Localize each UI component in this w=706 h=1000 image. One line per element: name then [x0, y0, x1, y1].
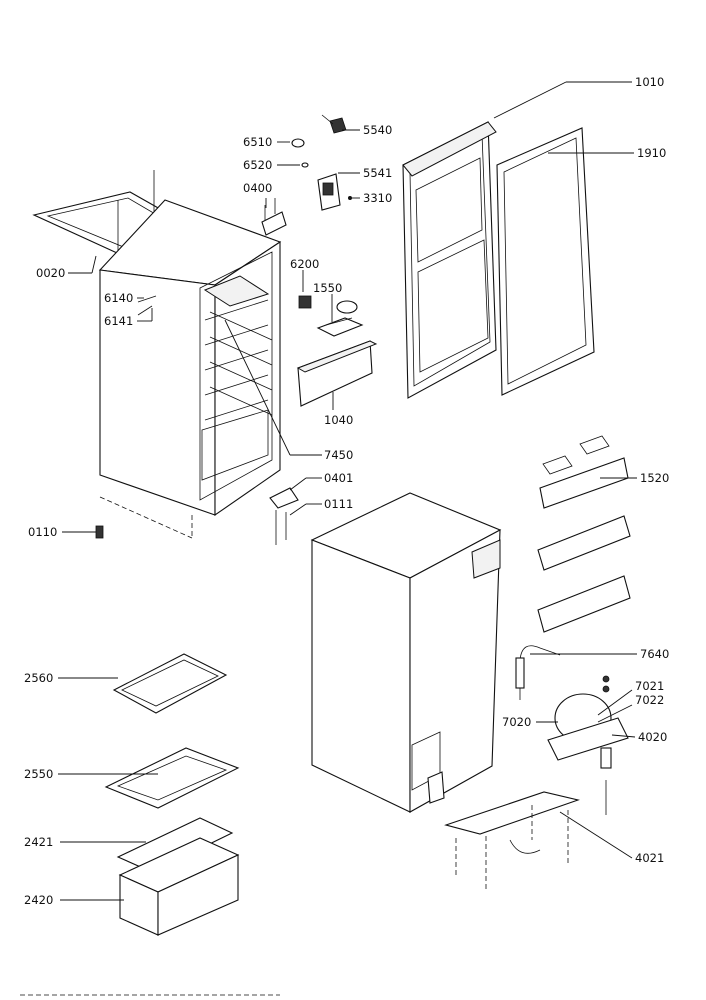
- label-2420: 2420: [24, 893, 53, 907]
- ice-tray-2560: [112, 653, 228, 714]
- label-6141: 6141: [104, 314, 133, 328]
- upper-cabinet: [98, 199, 282, 539]
- crisper-2420: [118, 837, 240, 936]
- label-6140: 6140: [104, 291, 133, 305]
- thermostat-parts: [261, 114, 352, 236]
- label-1040: 1040: [324, 413, 353, 427]
- label-0401: 0401: [324, 471, 353, 485]
- sensor-tube-7640: [515, 645, 561, 700]
- label-1910: 1910: [637, 146, 666, 160]
- label-5540: 5540: [363, 123, 392, 137]
- label-7022: 7022: [635, 693, 664, 707]
- label-6520: 6520: [243, 158, 272, 172]
- gasket-1910: [496, 127, 595, 396]
- label-0020: 0020: [36, 266, 65, 280]
- leader-lines: [58, 81, 637, 901]
- label-2550: 2550: [24, 767, 53, 781]
- label-7020: 7020: [502, 715, 531, 729]
- label-6200: 6200: [290, 257, 319, 271]
- label-5541: 5541: [363, 166, 392, 180]
- label-6510: 6510: [243, 135, 272, 149]
- door-1010: [402, 121, 497, 399]
- label-4021: 4021: [635, 851, 664, 865]
- label-1550: 1550: [313, 281, 342, 295]
- door-shelves-1520: [537, 435, 631, 633]
- label-3310: 3310: [363, 191, 392, 205]
- ice-parts-upper: [296, 295, 378, 407]
- label-1010: 1010: [635, 75, 664, 89]
- label-7450: 7450: [324, 448, 353, 462]
- label-2560: 2560: [24, 671, 53, 685]
- base-plate-4021: [444, 791, 580, 890]
- label-2421: 2421: [24, 835, 53, 849]
- compressor-7020: [547, 675, 629, 815]
- label-7021: 7021: [635, 679, 664, 693]
- label-0400: 0400: [243, 181, 272, 195]
- screws-6140-6141: [137, 295, 157, 316]
- drip-tray-2550: [104, 747, 240, 809]
- label-7640: 7640: [640, 647, 669, 661]
- label-4020: 4020: [638, 730, 667, 744]
- part-labels: 1010 1910 5540 6510 6520 5541 0400 3310 …: [24, 75, 669, 907]
- label-0110: 0110: [28, 525, 57, 539]
- label-1520: 1520: [640, 471, 669, 485]
- label-0111: 0111: [324, 497, 353, 511]
- lower-cabinet: [310, 492, 502, 813]
